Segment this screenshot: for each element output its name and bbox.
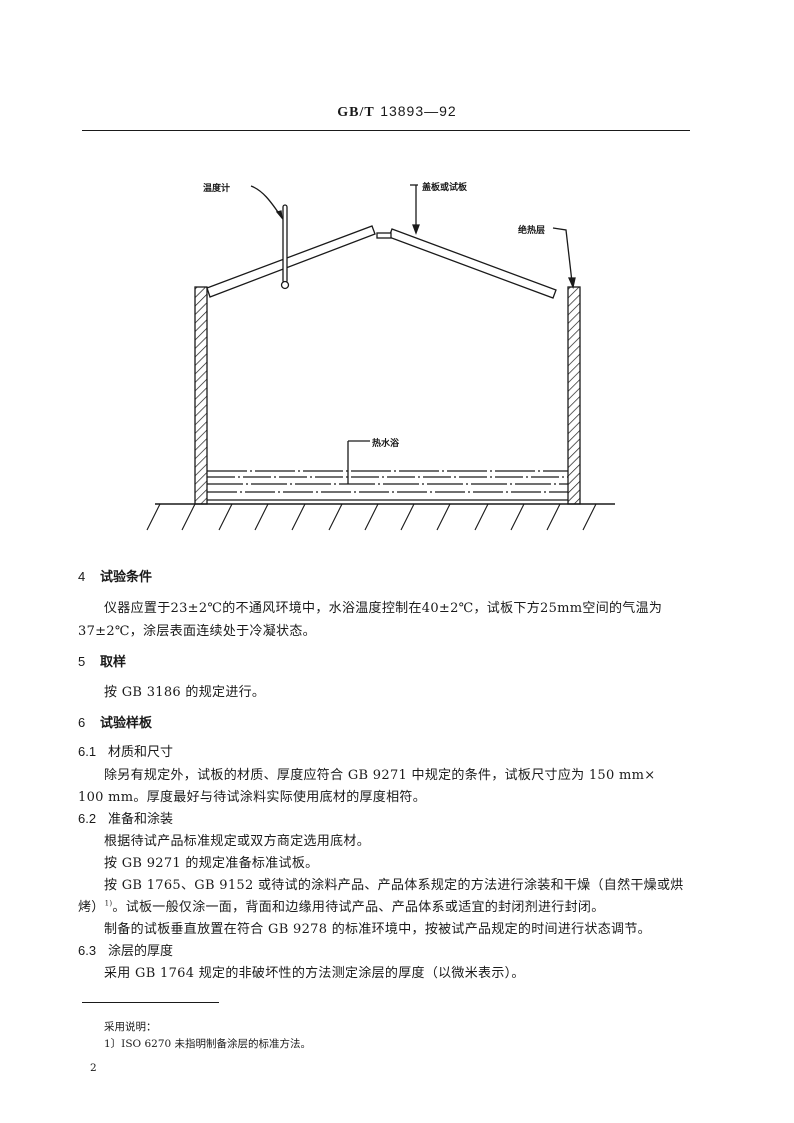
standard-code-prefix: GB/T	[337, 105, 375, 120]
section-6-3-title: 涂层的厚度	[108, 944, 174, 959]
section-6-title: 试验样板	[100, 716, 153, 731]
section-6-heading: 6 试验样板	[78, 712, 794, 731]
section-6-1-heading: 6.1 材质和尺寸	[78, 741, 794, 760]
section-6-number: 6	[78, 715, 86, 730]
footnote-rule	[82, 1002, 219, 1003]
section-6-1-title: 材质和尺寸	[108, 745, 174, 760]
section-4-title: 试验条件	[100, 570, 153, 585]
section-6-2-line-4: 烤）1)。试板一般仅涂一面，背面和边缘用待试产品、产品体系或适宜的封闭剂进行封闭…	[78, 896, 794, 915]
section-6-2-heading: 6.2 准备和涂装	[78, 808, 794, 827]
standard-code-number: 13893—92	[380, 103, 457, 119]
apparatus-diagram: 温度计 盖板或试板 绝热层 热水浴	[0, 160, 794, 540]
footnote-1: 1〕ISO 6270 未指明制备涂层的标准方法。	[104, 1038, 312, 1050]
section-4-para-line-1: 仪器应置于23±2℃的不通风环境中，水浴温度控制在40±2℃，试板下方25mm空…	[104, 601, 663, 616]
section-5-number: 5	[78, 654, 86, 669]
section-6-2-title: 准备和涂装	[108, 812, 174, 827]
section-5-para: 按 GB 3186 的规定进行。	[104, 685, 266, 700]
header-rule	[82, 130, 690, 131]
section-6-2-line-3: 按 GB 1765、GB 9152 或待试的涂料产品、产品体系规定的方法进行涂装…	[104, 878, 684, 893]
section-6-2-line-4a: 烤）	[78, 900, 105, 915]
apparatus-drawing	[146, 184, 615, 531]
section-5-heading: 5 取样	[78, 651, 794, 670]
footnote-heading: 采用说明：	[104, 1021, 157, 1033]
cover-panel-label: 盖板或试板	[422, 183, 468, 193]
section-6-2-line-1: 根据待试产品标准规定或双方商定选用底材。	[104, 834, 371, 849]
section-6-2-number: 6.2	[78, 811, 97, 826]
section-6-3-heading: 6.3 涂层的厚度	[78, 940, 794, 959]
hot-water-bath-label: 热水浴	[372, 439, 400, 449]
thermometer-label: 温度计	[203, 184, 231, 194]
section-6-1-line-1: 除另有规定外，试板的材质、厚度应符合 GB 9271 中规定的条件，试板尺寸应为…	[104, 768, 656, 783]
section-6-1-line-2: 100 mm。厚度最好与待试涂料实际使用底材的厚度相符。	[78, 790, 426, 805]
section-4-heading: 4 试验条件	[78, 566, 794, 585]
section-6-2-line-4b: 。试板一般仅涂一面，背面和边缘用待试产品、产品体系或适宜的封闭剂进行封闭。	[112, 900, 605, 915]
page-number: 2	[90, 1062, 97, 1074]
section-6-2-line-5: 制备的试板垂直放置在符合 GB 9278 的标准环境中，按被试产品规定的时间进行…	[104, 922, 651, 937]
section-6-1-number: 6.1	[78, 744, 97, 759]
section-6-2-line-2: 按 GB 9271 的规定准备标准试板。	[104, 856, 319, 871]
section-4-number: 4	[78, 569, 86, 584]
section-6-3-number: 6.3	[78, 943, 97, 958]
section-5-title: 取样	[100, 655, 127, 670]
section-4-para-line-2: 37±2℃，涂层表面连续处于冷凝状态。	[78, 624, 316, 639]
footnote-ref-1: 1)	[104, 899, 113, 908]
document-header: GB/T 13893—92	[0, 103, 794, 121]
insulation-label: 绝热层	[518, 226, 546, 236]
section-6-3-line-1: 采用 GB 1764 规定的非破坏性的方法测定涂层的厚度（以微米表示）。	[104, 966, 525, 981]
